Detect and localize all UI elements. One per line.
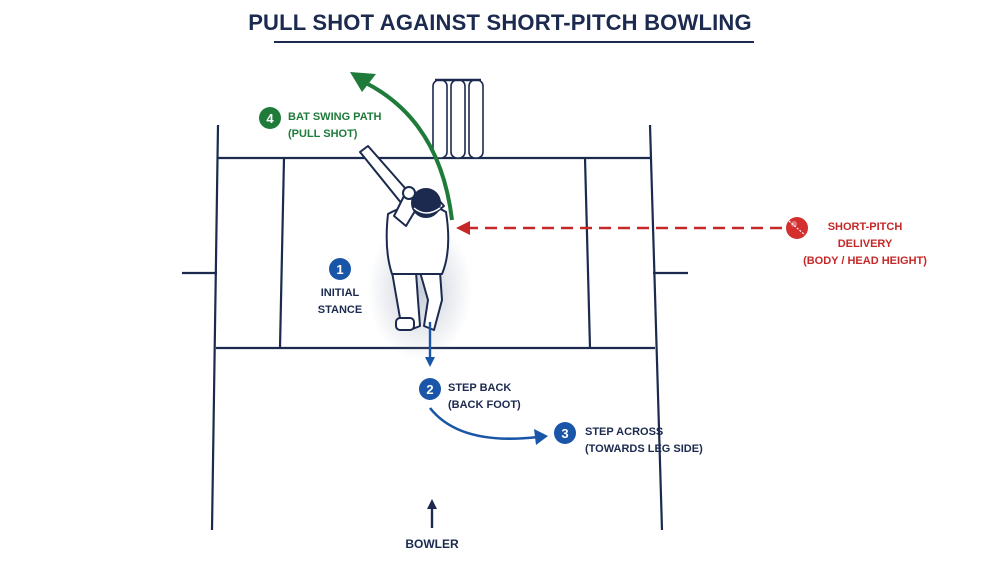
svg-text:2: 2	[426, 382, 433, 397]
step-across-arrow	[428, 407, 539, 440]
step-2-line2: (BACK FOOT)	[448, 399, 521, 411]
diagram-title: PULL SHOT AGAINST SHORT-PITCH BOWLING	[248, 10, 752, 35]
step-4-line1: BAT SWING PATH	[288, 111, 382, 123]
delivery-line2: DELIVERY	[837, 238, 893, 250]
step-badge-2: 2	[419, 378, 441, 400]
step-4-line2: (PULL SHOT)	[288, 128, 358, 140]
bowler-label: BOWLER	[405, 537, 459, 551]
step-1-label: INITIAL STANCE	[310, 285, 370, 319]
svg-text:1: 1	[336, 262, 343, 277]
step-badge-4: 4	[259, 107, 281, 129]
delivery-arrowhead	[456, 221, 470, 235]
svg-text:4: 4	[266, 111, 274, 126]
step-3-label: STEP ACROSS (TOWARDS LEG SIDE)	[585, 424, 703, 458]
step-3-line2: (TOWARDS LEG SIDE)	[585, 443, 703, 455]
bat-swing-arrowhead	[350, 72, 376, 92]
step-2-label: STEP BACK (BACK FOOT)	[448, 380, 521, 414]
delivery-line3: (BODY / HEAD HEIGHT)	[803, 255, 927, 267]
step-4-label: BAT SWING PATH (PULL SHOT)	[288, 109, 382, 143]
step-1-line2: STANCE	[317, 304, 363, 316]
step-1-line1: INITIAL	[320, 287, 360, 299]
svg-text:3: 3	[561, 426, 568, 441]
step-2-line1: STEP BACK	[448, 382, 512, 394]
step-across-arrowhead	[534, 429, 548, 445]
delivery-line1: SHORT-PITCH	[827, 221, 903, 233]
cricket-ball-icon	[786, 217, 808, 239]
title-underline	[274, 41, 754, 43]
batsman-figure	[359, 145, 450, 331]
step-badge-3: 3	[554, 422, 576, 444]
step-badge-1: 1	[329, 258, 351, 280]
step-3-line1: STEP ACROSS	[585, 426, 664, 438]
bat-swing-path	[363, 80, 454, 221]
stumps	[432, 78, 484, 159]
delivery-label: SHORT-PITCH DELIVERY (BODY / HEAD HEIGHT…	[800, 219, 930, 270]
